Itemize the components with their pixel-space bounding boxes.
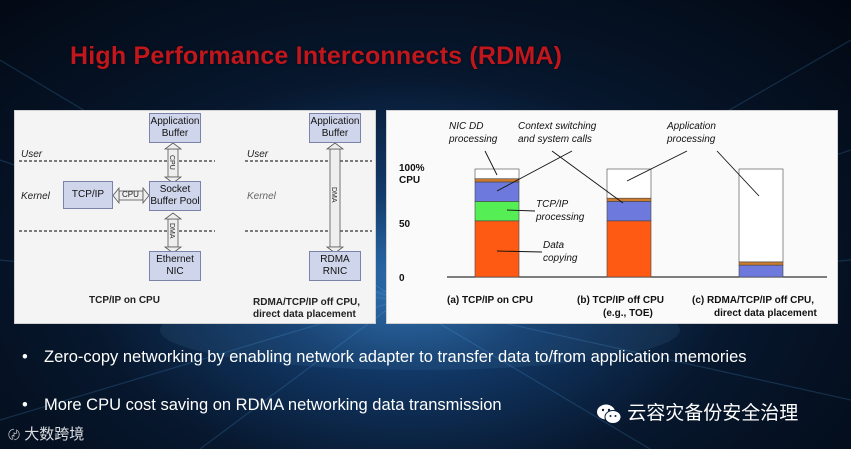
bullet-dot-icon: • [22, 348, 28, 366]
brand-logo-icon: 〄 [8, 428, 21, 442]
bar-segment [474, 178, 520, 183]
tcp-user-label: User [21, 149, 43, 160]
bar-segment [606, 168, 652, 199]
annotation-leader-line [506, 209, 536, 212]
rdma-user-label: User [247, 149, 269, 160]
bar-segment [738, 168, 784, 263]
rdma-caption: RDMA/TCP/IP off CPU,direct data placemen… [253, 297, 361, 320]
annotation-tcpip: processing [535, 212, 585, 223]
cpu-usage-chart: 0 50 100%CPU (a) TCP/IP on CPU (b) TCP/IP of… [399, 121, 827, 319]
annotation-nic: processing [448, 134, 498, 145]
bar-segment [606, 201, 652, 222]
tcp-kernel-label: Kernel [21, 191, 50, 202]
cpu-usage-chart-panel: 0 50 100%CPU (a) TCP/IP on CPU (b) TCP/IP of… [386, 110, 838, 324]
annotation-leader-line [716, 150, 760, 197]
annotation-leader-line [496, 250, 543, 253]
y-tick-label: 50 [399, 219, 411, 230]
tcp-caption: TCP/IP on CPU [89, 295, 160, 306]
x-category-label: (c) RDMA/TCP/IP off CPU, [692, 295, 814, 306]
bar-segment [474, 181, 520, 202]
bar-segment [738, 261, 784, 266]
annotation-leader-line [626, 150, 688, 182]
annotation-data: copying [543, 253, 578, 264]
y-tick-label: 100% [399, 163, 425, 174]
diagram-lines [19, 142, 372, 254]
x-category-label: (a) TCP/IP on CPU [447, 295, 533, 306]
bar-segment [606, 220, 652, 278]
y-tick-label: CPU [399, 175, 420, 186]
cpu-up-label: CPU [168, 155, 175, 170]
annotation-ctx: and system calls [518, 134, 592, 145]
wechat-watermark: 云容灾备份安全治理 [596, 398, 798, 425]
bar-segment [738, 264, 784, 278]
annotation-leader-line [496, 150, 573, 192]
wechat-icon [596, 403, 622, 425]
tcp-dma-label: DMA [168, 223, 175, 239]
bar-segment [474, 220, 520, 278]
rdma-kernel-label: Kernel [247, 191, 276, 202]
bar-segment [474, 201, 520, 222]
x-category-label: (b) TCP/IP off CPU [577, 295, 664, 306]
x-category-label: direct data placement [714, 308, 817, 319]
y-tick-label: 0 [399, 273, 405, 284]
bar-segment [606, 197, 652, 202]
bullet-item: •Zero-copy networking by enabling networ… [22, 348, 747, 366]
annotation-leader-line [484, 150, 498, 176]
rdma-dma-label: DMA [330, 187, 337, 203]
annotation-nic: NIC DD [449, 121, 483, 132]
bullet-dot-icon: • [22, 396, 28, 414]
annotation-data: Data [543, 240, 565, 251]
annotation-tcpip: TCP/IP [536, 199, 569, 210]
annotation-ctx: Context switching [518, 121, 597, 132]
bullet-item: •More CPU cost saving on RDMA networking… [22, 396, 502, 414]
x-category-label: (e.g., TOE) [603, 308, 653, 319]
annotation-leader-line [551, 150, 624, 204]
annotation-app: processing [666, 134, 716, 145]
brand-watermark: 〄 大数跨境 [8, 426, 85, 443]
annotation-app: Application [666, 121, 716, 132]
slide-title: High Performance Interconnects (RDMA) [70, 42, 563, 70]
tcpip-box: TCP/IP [63, 181, 113, 209]
cpu-side-label: CPU [122, 190, 139, 199]
bar-segment [474, 168, 520, 180]
